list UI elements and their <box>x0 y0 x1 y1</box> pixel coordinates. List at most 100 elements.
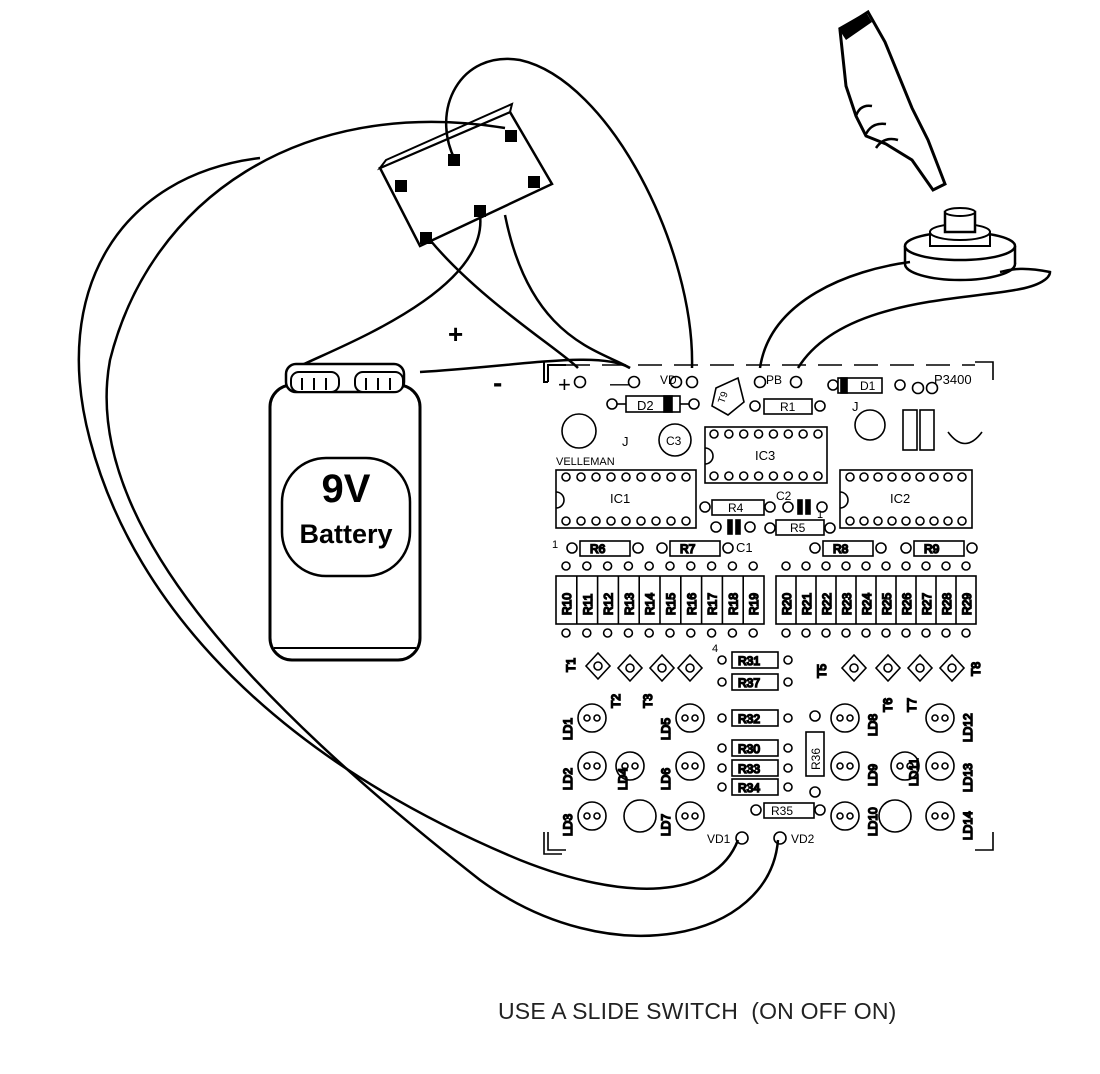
solder-pad <box>809 542 821 554</box>
ic-pin <box>621 472 631 482</box>
resistor-label: R26 <box>900 593 914 615</box>
pad-plus-label: + <box>558 372 571 397</box>
led-pin <box>931 714 939 722</box>
resistor-label: R10 <box>560 593 574 615</box>
resistor-label: R37 <box>738 676 760 690</box>
ic-pin <box>783 429 794 439</box>
resistor <box>579 540 631 557</box>
board-id: P3400 <box>934 372 972 387</box>
solder-pad <box>783 655 793 665</box>
battery-voltage: 9V <box>322 467 371 511</box>
solder-pad <box>632 542 644 554</box>
led-label: LD1 <box>561 718 575 740</box>
led-label: LD7 <box>659 814 673 836</box>
resistor <box>731 651 779 669</box>
led <box>675 751 705 781</box>
ic-pin <box>887 472 897 482</box>
resistor-label: R16 <box>685 593 699 615</box>
led-pin <box>941 714 949 722</box>
ic-pin <box>753 429 764 439</box>
ic-pin <box>724 471 734 481</box>
solder-pad <box>685 628 696 638</box>
solder-pad <box>901 561 911 571</box>
led-pin <box>681 762 689 770</box>
pad-vd2-label: VD2 <box>791 832 815 846</box>
solder-pad <box>881 561 891 571</box>
resistor <box>669 540 721 557</box>
resistor-label: R29 <box>960 593 974 615</box>
solder-pad <box>623 561 634 571</box>
ic-pin <box>576 472 586 482</box>
solder-pad <box>669 375 683 389</box>
resistor-label: R25 <box>880 593 894 615</box>
led-label: LD12 <box>961 713 975 742</box>
caption: USE A SLIDE SWITCH (ON OFF ON) <box>498 998 897 1024</box>
ic-pin <box>681 472 691 482</box>
ic-pin <box>957 472 967 482</box>
ic2-label: IC2 <box>890 491 910 506</box>
pad-pb-label: PB <box>766 373 782 387</box>
ic-pin <box>901 516 911 526</box>
ic-pin <box>929 472 939 482</box>
led <box>830 751 860 781</box>
transistor-pin <box>883 663 893 673</box>
led-label: LD14 <box>961 811 975 840</box>
battery-minus-label: - <box>493 367 502 398</box>
ic-pin <box>666 516 676 526</box>
jumper-j-label: J <box>622 434 629 449</box>
ic-pin <box>591 516 601 526</box>
led-pin <box>941 762 949 770</box>
led-pin <box>836 714 844 722</box>
ic-pin <box>873 516 883 526</box>
solder-pad <box>875 542 887 554</box>
ic-pin <box>915 516 925 526</box>
resistor-label: R17 <box>706 593 720 615</box>
solder-pad <box>861 628 871 638</box>
transistor-pin <box>657 663 667 673</box>
solder-pad <box>706 628 717 638</box>
ic-pin <box>929 516 939 526</box>
ic1-label: IC1 <box>610 491 630 506</box>
solder-pad <box>623 628 634 638</box>
transistor-label: T3 <box>641 694 655 708</box>
solder-pad <box>561 628 571 638</box>
resistor-label: R22 <box>820 593 834 615</box>
solder-pad <box>783 713 793 723</box>
c1-label: C1 <box>736 540 753 555</box>
led <box>675 801 705 831</box>
solder-pad <box>627 375 641 389</box>
led-label: LD3 <box>561 814 575 836</box>
battery: 9V Battery + - <box>268 319 502 662</box>
solder-pad <box>841 561 851 571</box>
led-pin <box>846 714 854 722</box>
solder-pad <box>901 628 911 638</box>
d2-label: D2 <box>637 398 654 413</box>
transistor <box>874 653 902 683</box>
resistor <box>731 709 779 727</box>
solder-pad <box>717 713 727 723</box>
ic-pin <box>798 429 808 439</box>
solder-pad <box>783 763 793 773</box>
ic-pin <box>813 429 823 439</box>
solder-pad <box>941 628 951 638</box>
ic-pin <box>709 429 719 439</box>
transistor <box>676 653 704 683</box>
led-label: LD2 <box>561 768 575 790</box>
jumper-j2-label: J <box>852 399 859 414</box>
solder-pad <box>706 561 717 571</box>
led-pin <box>583 714 591 722</box>
ic-pin <box>753 471 764 481</box>
pad-vd-label: VD <box>660 373 677 387</box>
solder-pad <box>727 628 738 638</box>
ic-pin <box>873 472 883 482</box>
led-label: LD6 <box>659 768 673 790</box>
pad-row <box>573 375 939 395</box>
ic-pin <box>606 516 616 526</box>
led-pin <box>681 714 689 722</box>
solder-pad <box>644 628 655 638</box>
ic-pin <box>651 472 661 482</box>
led <box>830 801 860 831</box>
solder-pad <box>566 542 578 554</box>
ic-pin <box>636 472 646 482</box>
